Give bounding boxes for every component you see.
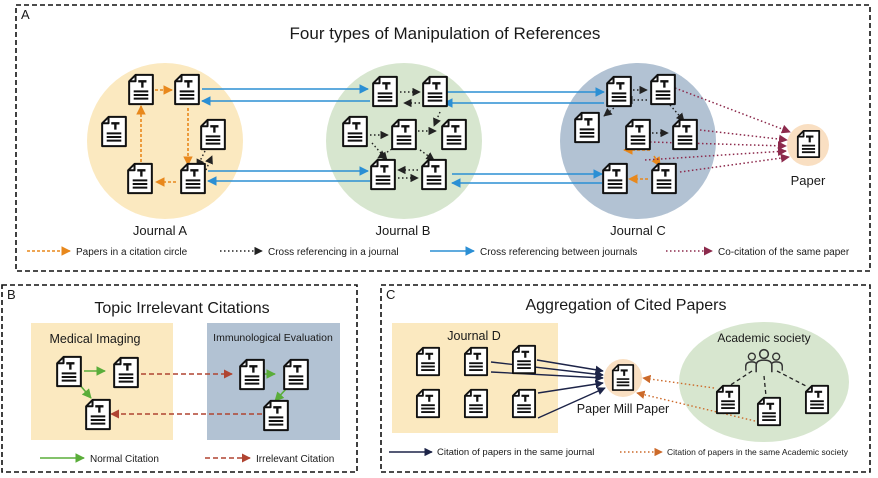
legend-label-normal-citation: Normal Citation bbox=[90, 454, 159, 465]
panel-c-letter: C bbox=[386, 287, 395, 302]
legend-label-irrelevant-citation: Irrelevant Citation bbox=[256, 454, 334, 465]
panel-a-legend: Papers in a citation circle Cross refere… bbox=[27, 246, 850, 258]
paper-icon bbox=[649, 73, 677, 106]
panel-a-title: Four types of Manipulation of References bbox=[290, 24, 601, 43]
target-paper-icon bbox=[796, 129, 821, 159]
paper-icon bbox=[415, 346, 441, 377]
paper-icon bbox=[238, 358, 266, 391]
panel-b-letter: B bbox=[7, 287, 16, 302]
paper-icon bbox=[369, 158, 397, 191]
paper-icon bbox=[341, 115, 369, 148]
citation-circle-arrows bbox=[136, 85, 193, 187]
paper-icon bbox=[756, 396, 782, 427]
panel-c: C Aggregation of Cited Papers Journal D … bbox=[380, 284, 871, 473]
paper-mill-paper-icon bbox=[611, 363, 635, 392]
journal-b-internal-arrows bbox=[370, 87, 441, 183]
paper-icon bbox=[601, 162, 629, 195]
panel-c-border bbox=[380, 284, 871, 473]
paper-icon bbox=[650, 162, 678, 195]
panel-b-legend: Normal Citation Irrelevant Citation bbox=[40, 453, 334, 465]
immunological-evaluation-label: Immunological Evaluation bbox=[213, 332, 333, 344]
same-society-arrows bbox=[636, 374, 756, 422]
paper-icon bbox=[804, 384, 830, 415]
paper-icon bbox=[573, 111, 601, 144]
paper-mill-paper-label: Paper Mill Paper bbox=[577, 402, 669, 416]
journal-c-label: Journal C bbox=[610, 223, 666, 238]
panel-a: A Four types of Manipulation of Referenc… bbox=[15, 4, 871, 272]
paper-icon bbox=[390, 118, 418, 151]
paper-icon bbox=[511, 388, 537, 419]
same-journal-arrows bbox=[490, 359, 606, 419]
paper-icon bbox=[624, 118, 652, 151]
paper-icon bbox=[262, 399, 290, 432]
paper-icon bbox=[463, 346, 489, 377]
paper-icon bbox=[179, 162, 207, 195]
society-member-lines bbox=[728, 370, 807, 397]
paper-label: Paper bbox=[791, 173, 826, 188]
panel-b: B Topic Irrelevant Citations Medical Ima… bbox=[1, 284, 358, 473]
legend-label-same-society: Citation of papers in the same Academic … bbox=[667, 447, 849, 457]
panel-b-title: Topic Irrelevant Citations bbox=[94, 300, 269, 317]
legend-label-co-citation: Co-citation of the same paper bbox=[718, 247, 850, 258]
medical-imaging-label: Medical Imaging bbox=[49, 332, 140, 346]
irrelevant-citation-arrows bbox=[110, 369, 262, 419]
panel-a-border bbox=[15, 4, 871, 272]
cross-journal-arrows bbox=[201, 84, 605, 188]
journal-a-label: Journal A bbox=[133, 223, 188, 238]
paper-icon bbox=[173, 73, 201, 106]
paper-icon bbox=[84, 398, 112, 431]
journal-d-label: Journal D bbox=[447, 329, 501, 343]
paper-icon bbox=[605, 75, 633, 108]
paper-icon bbox=[421, 75, 449, 108]
paper-icon bbox=[100, 115, 128, 148]
paper-icon bbox=[55, 355, 83, 388]
paper-icon bbox=[199, 118, 227, 151]
panel-b-border bbox=[1, 284, 358, 473]
legend-label-cross-ref-journal: Cross referencing in a journal bbox=[268, 247, 399, 258]
journal-a-internal-arrows bbox=[196, 150, 213, 171]
legend-label-citation-circle: Papers in a citation circle bbox=[76, 247, 188, 258]
paper-icon bbox=[112, 356, 140, 389]
paper-icon bbox=[127, 73, 155, 106]
paper-icon bbox=[371, 75, 399, 108]
paper-icon bbox=[420, 158, 448, 191]
journal-c-internal-arrows bbox=[603, 85, 685, 138]
legend-label-cross-ref-between: Cross referencing between journals bbox=[480, 247, 637, 258]
paper-icon bbox=[440, 118, 468, 151]
legend-label-same-journal: Citation of papers in the same journal bbox=[437, 447, 594, 458]
journal-b-label: Journal B bbox=[376, 223, 431, 238]
paper-icon bbox=[715, 384, 741, 415]
paper-icon bbox=[671, 118, 699, 151]
academic-society-label: Academic society bbox=[717, 331, 810, 345]
co-citation-arrows bbox=[644, 87, 791, 173]
paper-icon bbox=[463, 388, 489, 419]
panel-c-title: Aggregation of Cited Papers bbox=[525, 297, 726, 314]
paper-icon bbox=[282, 358, 310, 391]
paper-icon bbox=[415, 388, 441, 419]
panel-c-legend: Citation of papers in the same journal C… bbox=[389, 447, 849, 458]
panel-a-letter: A bbox=[21, 7, 30, 22]
paper-icon bbox=[126, 162, 154, 195]
paper-icon bbox=[511, 344, 537, 375]
